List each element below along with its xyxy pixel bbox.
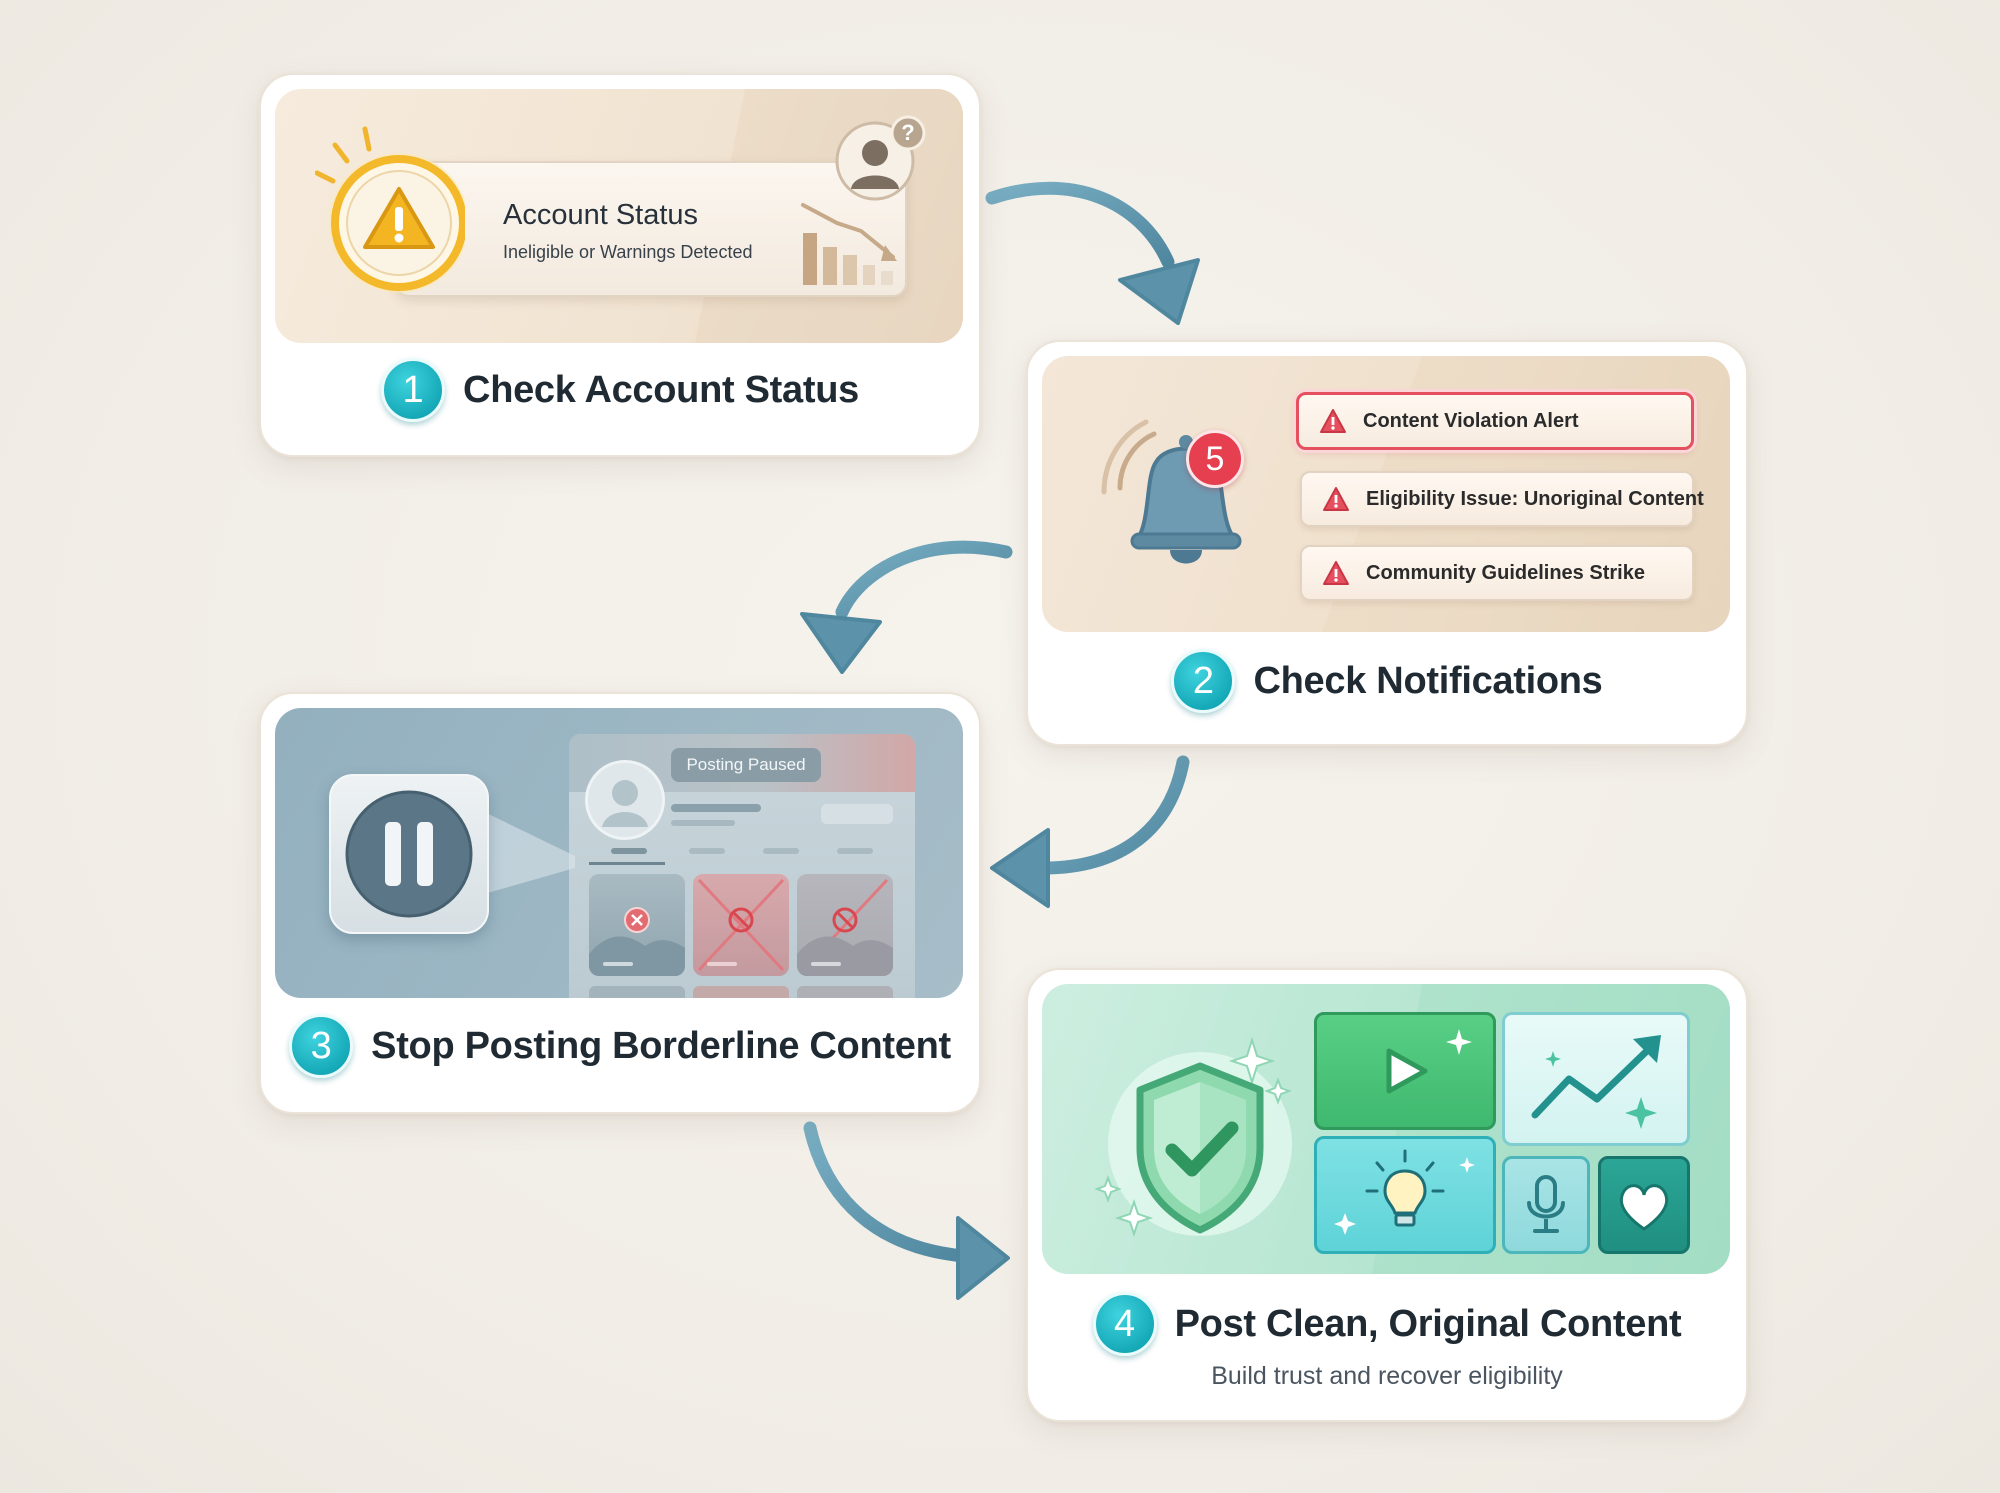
step-1-title: Check Account Status [463,368,859,411]
step-1-label: 1 Check Account Status [261,358,979,422]
account-status-subtitle: Ineligible or Warnings Detected [503,242,753,262]
step-4-title: Post Clean, Original Content [1174,1302,1682,1345]
alert-triangle-icon [1322,560,1350,586]
step-4-subtitle: Build trust and recover eligibility [1211,1362,1563,1390]
sparkle-icon [1094,1036,1292,1238]
notifications-panel: 5 Content Violation Alert Eligibility Is… [1042,356,1730,632]
pause-icon[interactable] [329,774,489,934]
alert-eligibility-issue[interactable]: Eligibility Issue: Unoriginal Content [1300,471,1704,527]
user-question-icon: ? [833,113,933,213]
step-1-card: Account Status Ineligible or Warnings De… [259,73,981,457]
alert-label: Community Guidelines Strike [1366,561,1645,584]
step-2-number: 2 [1171,649,1236,713]
play-icon [1314,1012,1496,1130]
alert-triangle-icon [1319,408,1347,434]
status-bar [395,161,907,297]
step-3-label: 3 Stop Posting Borderline Content [261,1014,979,1078]
posting-paused-banner: Posting Paused [671,748,821,782]
post-tile-blocked [693,874,789,976]
declining-chart-icon [797,187,907,287]
trending-up-icon [1502,1012,1690,1146]
heart-icon [1598,1156,1690,1254]
arrow-step2-to-step3-return [990,755,1190,908]
post-tile [589,874,685,976]
clean-content-panel [1042,984,1730,1274]
help-glyph: ? [901,120,915,145]
posting-paused-panel: Posting Paused [275,708,963,998]
arrow-step2-to-step3 [800,540,1013,674]
alert-triangle-icon [1322,486,1350,512]
alert-content-violation[interactable]: Content Violation Alert [1296,392,1694,450]
step-3-number: 3 [289,1014,354,1078]
step-3-card: Posting Paused 3 Stop Posting Borderline… [259,692,981,1114]
arrow-step3-to-step4 [803,1121,1010,1300]
notification-count: 5 [1205,439,1225,478]
shield-check-icon [1090,1020,1300,1256]
warning-icon [314,123,469,293]
account-status-panel: Account Status Ineligible or Warnings De… [275,89,963,343]
post-tile-blocked [797,874,893,976]
step-4-card: 4 Post Clean, Original Content Build tru… [1026,968,1748,1422]
step-2-title: Check Notifications [1253,659,1603,702]
blocked-icon [832,907,858,933]
avatar [585,760,665,840]
alert-label: Eligibility Issue: Unoriginal Content [1366,487,1704,510]
microphone-icon [1502,1156,1590,1254]
lightbulb-icon [1314,1136,1496,1254]
step-1-number: 1 [381,358,446,422]
blocked-icon [728,907,754,933]
step-2-card: 5 Content Violation Alert Eligibility Is… [1026,340,1748,746]
bell-icon [1096,416,1266,586]
step-2-label: 2 Check Notifications [1028,649,1746,713]
alert-label: Content Violation Alert [1363,409,1579,432]
notification-count-badge: 5 [1186,430,1244,488]
account-status-title: Account Status [503,199,699,231]
step-3-title: Stop Posting Borderline Content [371,1024,951,1067]
arrow-step1-to-step2 [985,181,1200,325]
step-4-number: 4 [1092,1292,1157,1356]
step-4-label: 4 Post Clean, Original Content [1028,1292,1746,1356]
alert-community-strike[interactable]: Community Guidelines Strike [1300,545,1694,601]
